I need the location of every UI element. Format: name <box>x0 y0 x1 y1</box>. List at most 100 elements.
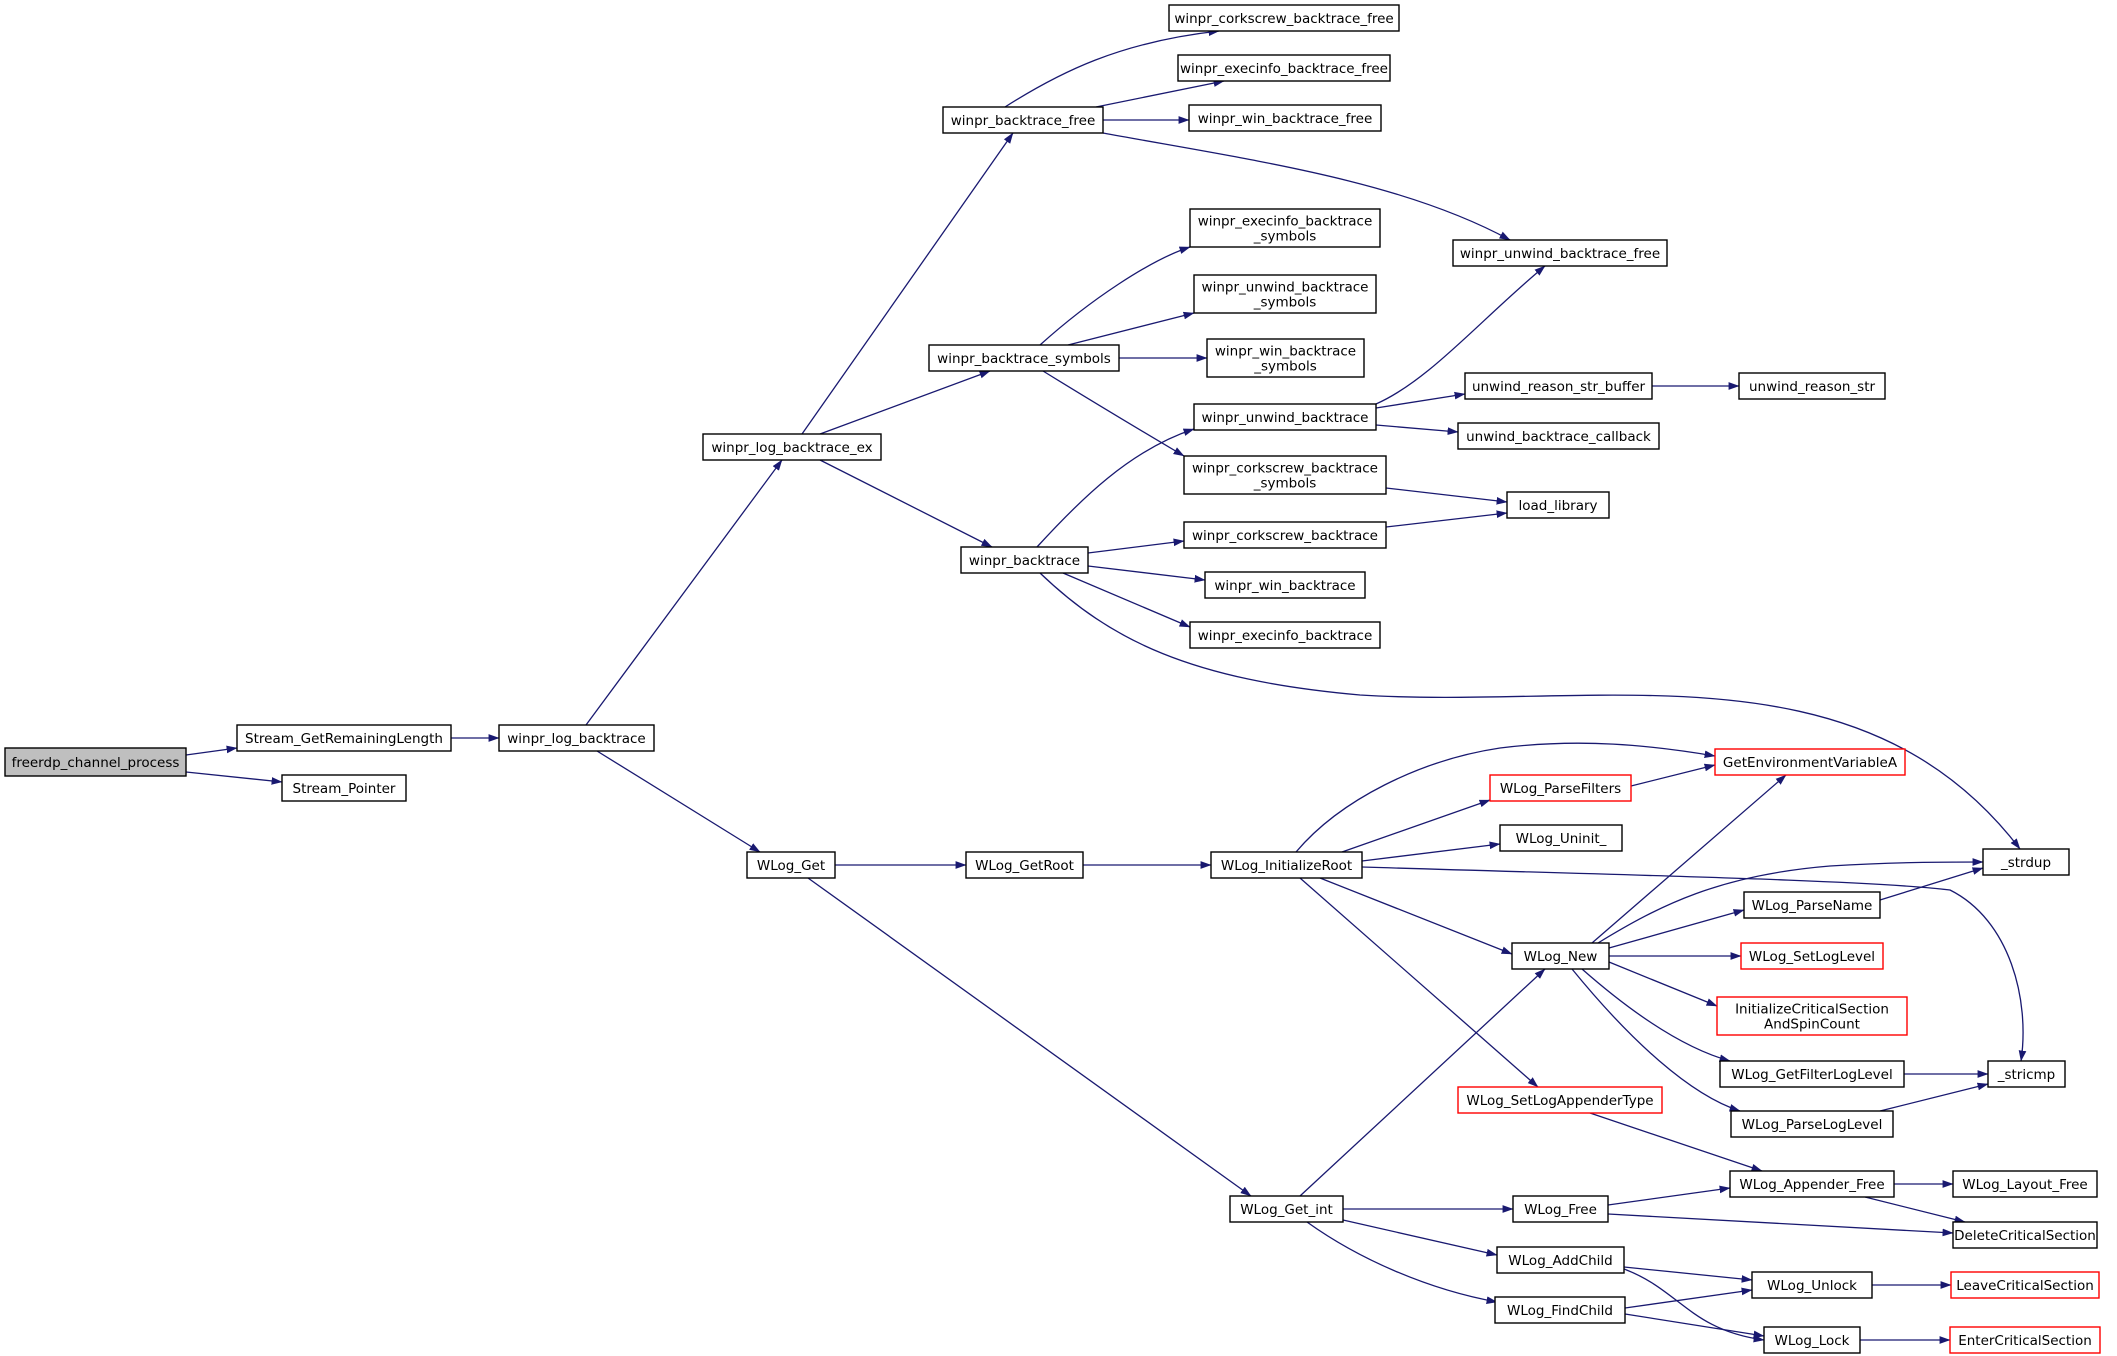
node-freerdp_channel_process[interactable]: freerdp_channel_process <box>4 747 187 777</box>
node-_strdup[interactable]: _strdup <box>1982 848 2070 876</box>
node-_stricmp[interactable]: _stricmp <box>1987 1060 2066 1088</box>
node-WLog_Unlock[interactable]: WLog_Unlock <box>1751 1271 1873 1299</box>
node-Stream_GetRemainingLength[interactable]: Stream_GetRemainingLength <box>236 724 452 752</box>
node-box <box>1499 824 1623 852</box>
edge-WLog_InitializeRoot-to-GetEnvironmentVariableA <box>1295 742 1716 853</box>
node-winpr_backtrace_free[interactable]: winpr_backtrace_free <box>942 106 1104 134</box>
node-label: WLog_FindChild <box>1507 1303 1613 1319</box>
node-WLog_FindChild[interactable]: WLog_FindChild <box>1494 1296 1626 1324</box>
node-unwind_backtrace_callback[interactable]: unwind_backtrace_callback <box>1457 422 1660 450</box>
edge-WLog_Free-to-DeleteCriticalSection <box>1607 1213 1954 1237</box>
node-winpr_win_backtrace_free[interactable]: winpr_win_backtrace_free <box>1188 104 1382 132</box>
node-box <box>1719 1060 1905 1088</box>
edge-WLog_Get_int-to-WLog_AddChild <box>1342 1219 1498 1257</box>
node-WLog_GetFilterLogLevel[interactable]: WLog_GetFilterLogLevel <box>1719 1060 1905 1088</box>
node-label: _symbols <box>1253 229 1317 245</box>
node-WLog_New[interactable]: WLog_New <box>1511 942 1610 970</box>
node-winpr_log_backtrace_ex[interactable]: winpr_log_backtrace_ex <box>702 433 882 461</box>
node-DeleteCriticalSection[interactable]: DeleteCriticalSection <box>1952 1221 2098 1249</box>
node-WLog_Get[interactable]: WLog_Get <box>746 851 836 879</box>
node-unwind_reason_str_buffer[interactable]: unwind_reason_str_buffer <box>1464 372 1653 400</box>
edge-winpr_backtrace_symbols-to-winpr_unwind_backtrace_symbols <box>1067 311 1195 346</box>
node-label: winpr_unwind_backtrace <box>1202 410 1369 426</box>
node-box <box>1457 1086 1663 1114</box>
edge-WLog_AddChild-to-WLog_Lock <box>1623 1268 1765 1343</box>
node-winpr_execinfo_backtrace_free[interactable]: winpr_execinfo_backtrace_free <box>1177 54 1391 82</box>
node-label: winpr_execinfo_backtrace <box>1198 214 1373 230</box>
node-winpr_win_backtrace_symbols[interactable]: winpr_win_backtrace_symbols <box>1206 338 1365 378</box>
node-WLog_Uninit_[interactable]: WLog_Uninit_ <box>1499 824 1623 852</box>
node-winpr_backtrace_symbols[interactable]: winpr_backtrace_symbols <box>928 344 1120 372</box>
node-WLog_AddChild[interactable]: WLog_AddChild <box>1496 1246 1625 1274</box>
edge-WLog_FindChild-to-WLog_Lock <box>1624 1313 1765 1339</box>
node-WLog_GetRoot[interactable]: WLog_GetRoot <box>965 851 1084 879</box>
node-WLog_ParseName[interactable]: WLog_ParseName <box>1743 891 1881 919</box>
edge-winpr_backtrace-to-winpr_win_backtrace <box>1087 565 1206 583</box>
edge-WLog_AddChild-to-WLog_Unlock <box>1623 1266 1753 1283</box>
edge-winpr_log_backtrace_ex-to-winpr_backtrace_free <box>801 132 1014 435</box>
node-box <box>1193 403 1377 431</box>
node-WLog_Layout_Free[interactable]: WLog_Layout_Free <box>1952 1170 2098 1198</box>
node-label: winpr_win_backtrace <box>1214 578 1355 594</box>
node-winpr_unwind_backtrace[interactable]: winpr_unwind_backtrace <box>1193 403 1377 431</box>
node-unwind_reason_str[interactable]: unwind_reason_str <box>1738 372 1886 400</box>
node-winpr_execinfo_backtrace[interactable]: winpr_execinfo_backtrace <box>1189 621 1381 649</box>
edge-winpr_backtrace-to-_strdup <box>1039 572 2021 850</box>
node-winpr_win_backtrace[interactable]: winpr_win_backtrace <box>1204 571 1366 599</box>
node-EnterCriticalSection[interactable]: EnterCriticalSection <box>1949 1326 2101 1354</box>
node-box <box>1716 996 1908 1036</box>
node-label: winpr_unwind_backtrace <box>1202 280 1369 296</box>
node-winpr_unwind_backtrace_free[interactable]: winpr_unwind_backtrace_free <box>1452 239 1668 267</box>
node-label: unwind_reason_str <box>1749 379 1876 395</box>
node-box <box>1751 1271 1873 1299</box>
node-box <box>1496 1246 1625 1274</box>
node-load_library[interactable]: load_library <box>1506 491 1610 519</box>
node-box <box>1168 4 1400 32</box>
node-WLog_SetLogAppenderType[interactable]: WLog_SetLogAppenderType <box>1457 1086 1663 1114</box>
node-WLog_SetLogLevel[interactable]: WLog_SetLogLevel <box>1740 942 1884 970</box>
node-winpr_log_backtrace[interactable]: winpr_log_backtrace <box>498 724 655 752</box>
node-label: WLog_Unlock <box>1767 1278 1857 1294</box>
node-Stream_Pointer[interactable]: Stream_Pointer <box>281 774 407 802</box>
node-layer: freerdp_channel_process Stream_GetRemaini… <box>4 4 2101 1354</box>
node-label: WLog_SetLogLevel <box>1749 949 1875 965</box>
node-WLog_Appender_Free[interactable]: WLog_Appender_Free <box>1729 1170 1895 1198</box>
node-box <box>236 724 452 752</box>
edge-WLog_InitializeRoot-to-_stricmp <box>1361 866 2027 1062</box>
edge-winpr_backtrace_free-to-winpr_execinfo_backtrace_free <box>1095 79 1225 108</box>
node-WLog_InitializeRoot[interactable]: WLog_InitializeRoot <box>1210 851 1363 879</box>
node-label: load_library <box>1518 498 1597 514</box>
node-label: winpr_log_backtrace_ex <box>711 440 872 456</box>
node-WLog_Lock[interactable]: WLog_Lock <box>1763 1326 1861 1354</box>
node-label: GetEnvironmentVariableA <box>1723 755 1898 771</box>
edge-winpr_log_backtrace_ex-to-winpr_backtrace <box>819 459 993 548</box>
node-label: DeleteCriticalSection <box>1954 1228 2096 1244</box>
node-label: WLog_Layout_Free <box>1962 1177 2088 1193</box>
node-label: WLog_Uninit_ <box>1516 831 1607 847</box>
node-GetEnvironmentVariableA[interactable]: GetEnvironmentVariableA <box>1714 748 1906 776</box>
node-box <box>1494 1296 1626 1324</box>
edge-WLog_Get_int-to-WLog_FindChild <box>1306 1221 1498 1304</box>
node-WLog_Get_int[interactable]: WLog_Get_int <box>1229 1195 1344 1223</box>
node-winpr_corkscrew_backtrace_symbols[interactable]: winpr_corkscrew_backtrace_symbols <box>1183 455 1387 495</box>
edge-winpr_log_backtrace_ex-to-winpr_backtrace_symbols <box>819 370 991 435</box>
node-winpr_backtrace[interactable]: winpr_backtrace <box>960 546 1089 574</box>
edge-winpr_backtrace_symbols-to-winpr_corkscrew_backtrace_symbols <box>1042 370 1185 457</box>
edge-WLog_New-to-WLog_ParseName <box>1608 909 1745 949</box>
node-label: _symbols <box>1253 359 1317 375</box>
node-box <box>1763 1326 1861 1354</box>
node-winpr_execinfo_backtrace_symbols[interactable]: winpr_execinfo_backtrace_symbols <box>1189 208 1381 248</box>
node-winpr_corkscrew_backtrace_free[interactable]: winpr_corkscrew_backtrace_free <box>1168 4 1400 32</box>
node-LeaveCriticalSection[interactable]: LeaveCriticalSection <box>1950 1271 2100 1299</box>
node-WLog_Free[interactable]: WLog_Free <box>1512 1195 1609 1223</box>
node-label: winpr_corkscrew_backtrace_free <box>1174 11 1393 27</box>
node-WLog_ParseLogLevel[interactable]: WLog_ParseLogLevel <box>1730 1110 1894 1138</box>
node-label: WLog_ParseLogLevel <box>1742 1117 1883 1133</box>
node-box <box>1489 774 1632 802</box>
node-winpr_unwind_backtrace_symbols[interactable]: winpr_unwind_backtrace_symbols <box>1193 274 1377 314</box>
node-box <box>1949 1326 2101 1354</box>
node-winpr_corkscrew_backtrace[interactable]: winpr_corkscrew_backtrace <box>1183 521 1387 549</box>
node-WLog_ParseFilters[interactable]: WLog_ParseFilters <box>1489 774 1632 802</box>
